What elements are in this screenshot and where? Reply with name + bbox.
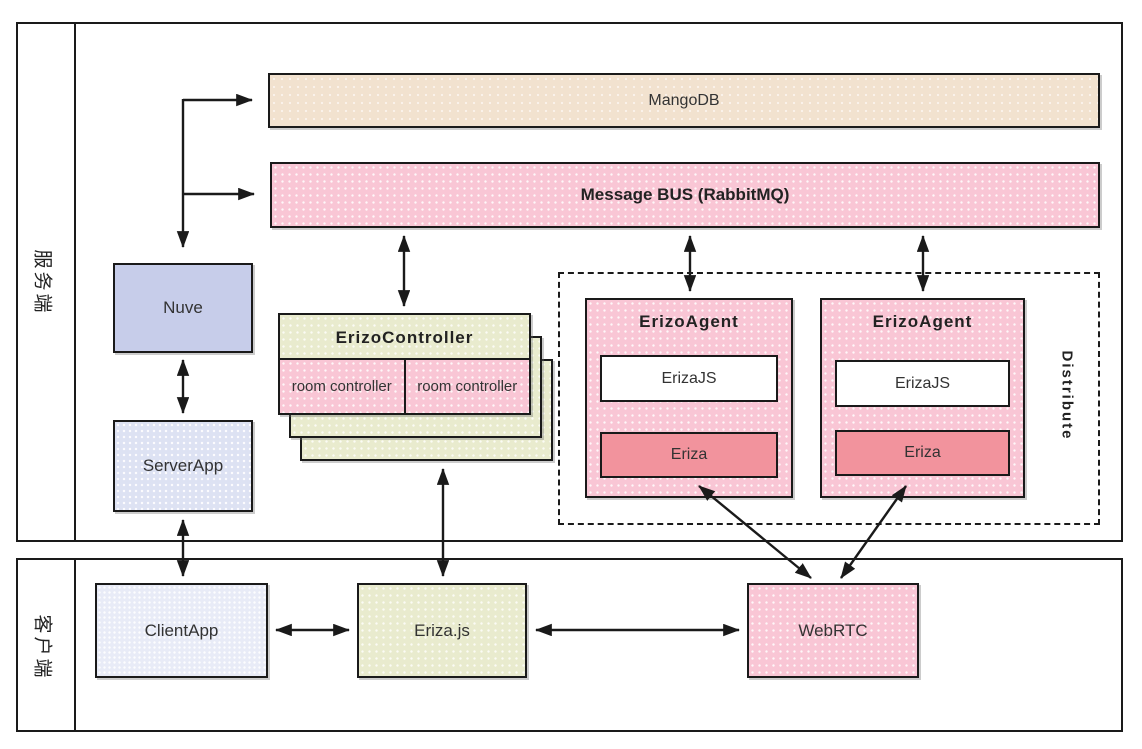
erizajs-lib-box: Eriza.js — [357, 583, 527, 678]
server-section-label: 服务端 — [31, 249, 53, 316]
serverapp-box: ServerApp — [113, 420, 253, 512]
nuve-box: Nuve — [113, 263, 253, 353]
nuve-label: Nuve — [163, 298, 203, 317]
eriza-label: Eriza — [904, 444, 941, 461]
clientapp-box: ClientApp — [95, 583, 268, 678]
serverapp-label: ServerApp — [142, 456, 224, 475]
client-section-label: 客户端 — [31, 614, 53, 681]
eriza-box: Eriza — [835, 430, 1010, 476]
room-controller-cell: room controller — [405, 360, 529, 413]
eriza-box: Eriza — [600, 432, 778, 478]
erizajs-label: ErizaJS — [894, 374, 951, 392]
erizo-controller-card-front: ErizoController room controller room con… — [278, 313, 531, 415]
erizo-agent-title: ErizoAgent — [872, 312, 973, 331]
erizo-agent-box: ErizoAgent ErizaJS Eriza — [585, 298, 793, 498]
server-section-divider — [74, 24, 76, 540]
erizo-agent-box: ErizoAgent ErizaJS Eriza — [820, 298, 1025, 498]
erizo-agent-title: ErizoAgent — [639, 312, 739, 331]
distribute-label: Distribute — [1058, 350, 1076, 441]
erizo-controller-title: ErizoController — [335, 328, 474, 347]
message-bus-box: Message BUS (RabbitMQ) — [270, 162, 1100, 228]
room-controller-row: room controller room controller — [280, 358, 529, 413]
message-bus-label: Message BUS (RabbitMQ) — [580, 185, 790, 204]
distribute-region — [558, 272, 1100, 525]
erizajs-box: ErizaJS — [600, 355, 778, 402]
webrtc-box: WebRTC — [747, 583, 919, 678]
room-controller-cell: room controller — [280, 360, 406, 413]
webrtc-label: WebRTC — [798, 620, 868, 640]
mangodb-box: MangoDB — [268, 73, 1100, 128]
client-section-divider — [74, 560, 76, 730]
mangodb-label: MangoDB — [648, 91, 720, 109]
eriza-label: Eriza — [670, 446, 708, 463]
erizajs-lib-label: Eriza.js — [414, 620, 470, 640]
clientapp-label: ClientApp — [144, 620, 219, 640]
erizajs-box: ErizaJS — [835, 360, 1010, 407]
erizajs-label: ErizaJS — [661, 369, 717, 387]
